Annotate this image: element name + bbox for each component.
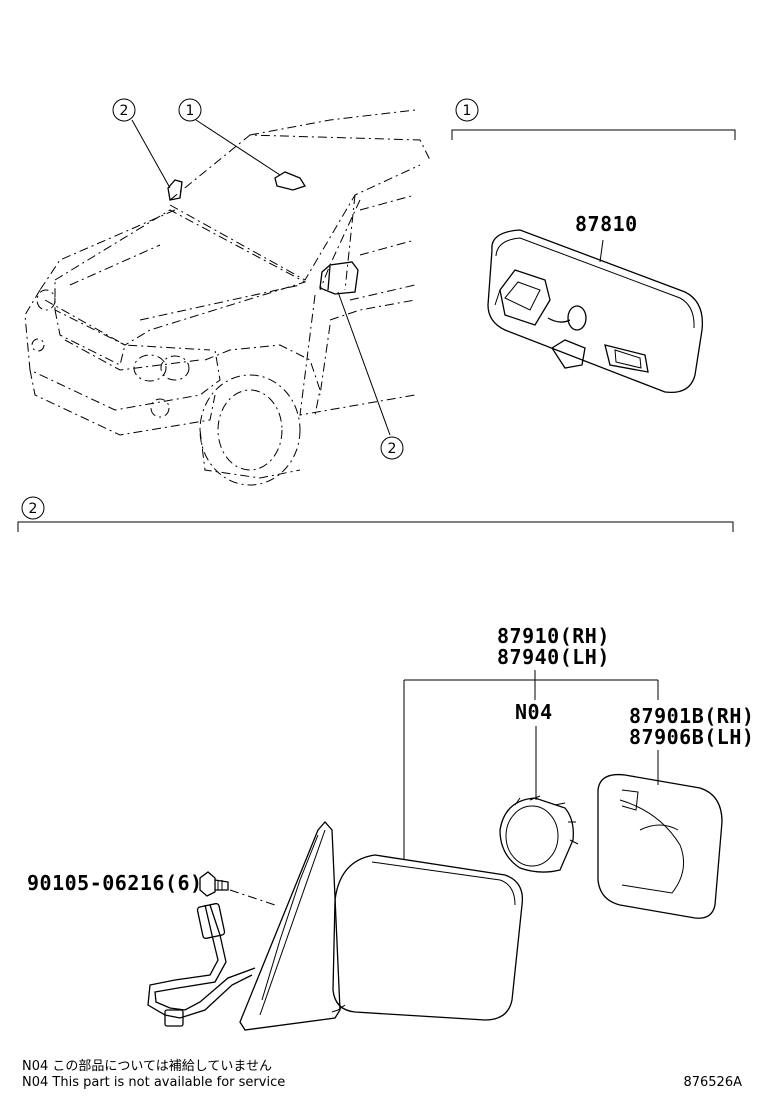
section-2-marker: 2	[29, 501, 38, 517]
section-1-marker: 1	[463, 103, 472, 119]
part-number-87910-rh: 87910(RH)	[497, 624, 610, 648]
callout-1-car: 2	[112, 98, 136, 122]
note-n04-english: N04 This part is not available for servi…	[22, 1075, 286, 1090]
outer-mirror-assembly	[147, 821, 524, 1031]
section-1-bracket: 1	[451, 98, 736, 140]
vehicle-illustration	[24, 109, 431, 486]
inner-rearview-mirror	[487, 229, 704, 394]
mirror-glass	[597, 773, 723, 919]
callout-2-car: 1	[178, 98, 202, 122]
part-number-87940-lh: 87940(LH)	[497, 645, 610, 669]
callout-2-car-bottom: 2	[380, 436, 404, 460]
callout-2-top-label: 2	[120, 103, 129, 119]
part-number-87810: 87810	[575, 212, 638, 236]
part-number-87906b-lh: 87906B(LH)	[629, 725, 754, 749]
note-n04-japanese: N04 この部品については補給していません	[22, 1059, 272, 1074]
diagram-id: 876526A	[683, 1075, 742, 1090]
callout-1-car-label: 1	[186, 103, 195, 119]
section-2-bracket: 2	[17, 496, 734, 532]
part-code-n04: N04	[515, 700, 553, 724]
part-number-87901b-rh: 87901B(RH)	[629, 704, 754, 728]
screw-90105	[199, 871, 229, 897]
callout-2-bottom-label: 2	[388, 441, 397, 457]
part-number-90105-06216: 90105-06216(6)	[27, 871, 203, 895]
mirror-actuator-n04	[499, 795, 579, 873]
